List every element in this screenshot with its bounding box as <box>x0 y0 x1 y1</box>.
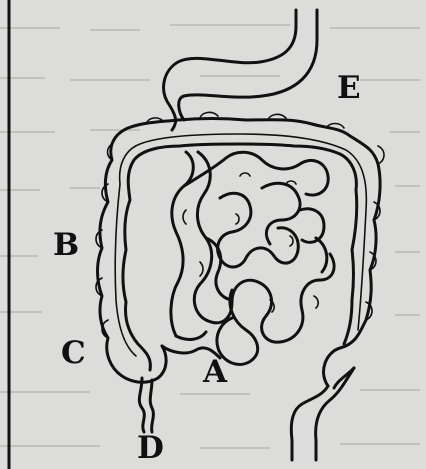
stomach-outline <box>164 10 317 130</box>
rectum <box>291 368 354 460</box>
label-c: C <box>61 338 86 369</box>
label-b: B <box>53 230 79 261</box>
label-a: A <box>203 357 227 388</box>
label-d: D <box>137 433 164 464</box>
small-intestine-coils <box>171 152 334 364</box>
appendix <box>139 378 153 432</box>
label-e: E <box>337 73 361 104</box>
